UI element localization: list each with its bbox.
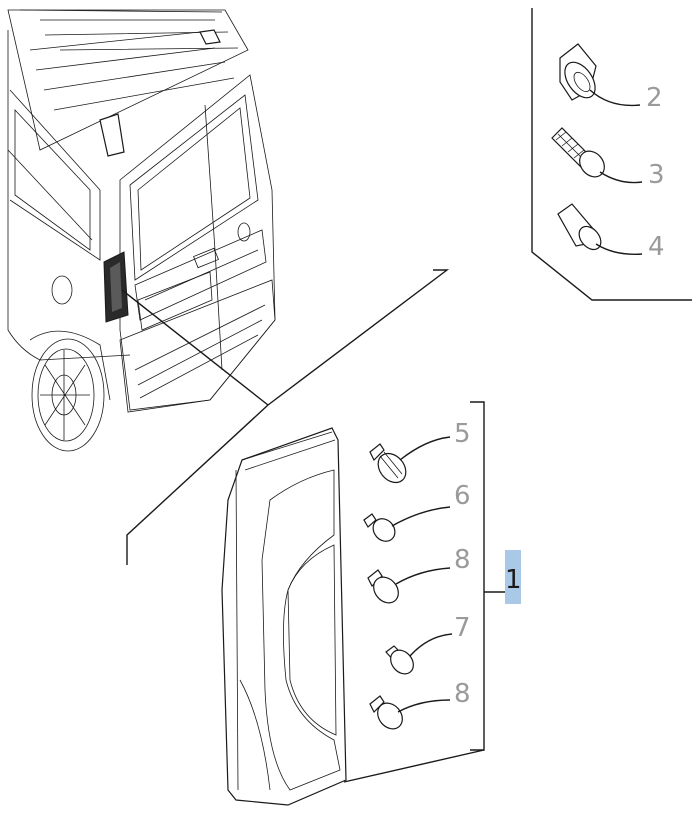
hardware-group-frame — [531, 8, 692, 301]
leader-5 — [399, 436, 451, 461]
screw-part — [551, 127, 605, 178]
van-leader-line — [121, 289, 269, 406]
bracket-lower — [126, 404, 269, 565]
leader-8-lower — [397, 699, 451, 713]
bulb-bracket — [470, 401, 485, 751]
callout-4: 4 — [648, 232, 665, 262]
bulb-6 — [363, 513, 396, 542]
leader-7 — [409, 633, 453, 657]
callout-8-upper: 8 — [454, 545, 471, 575]
callout-3: 3 — [648, 160, 665, 190]
bracket-upper — [267, 269, 450, 406]
bulb-7 — [385, 645, 414, 675]
bulb-8-lower — [369, 695, 403, 730]
callout-1-highlight — [505, 550, 521, 604]
lamp-leader — [343, 749, 485, 783]
leader-3 — [599, 171, 643, 184]
leader-4 — [595, 243, 643, 255]
van-rear-view — [7, 9, 276, 452]
leader-8-upper — [395, 567, 451, 585]
callout-8-lower: 8 — [454, 679, 471, 709]
nut-insert-part — [557, 203, 602, 251]
callout-2: 2 — [646, 83, 663, 113]
leader-6 — [391, 506, 451, 527]
leader-2 — [589, 89, 641, 107]
callout-5: 5 — [454, 419, 471, 449]
callout-6: 6 — [454, 481, 471, 511]
callout-7: 7 — [454, 613, 471, 643]
grommet-part — [559, 43, 597, 101]
bulb-8-upper — [367, 569, 399, 604]
callout-1: 1 — [505, 565, 522, 595]
tail-lamp-assembly — [221, 427, 347, 806]
bulb-5 — [369, 443, 407, 484]
